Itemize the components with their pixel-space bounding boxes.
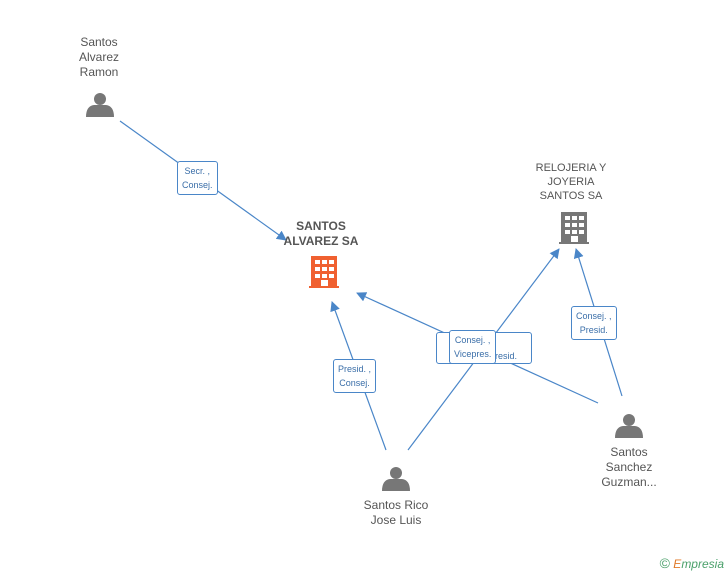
company-label-main[interactable]: SANTOS ALVAREZ SA [283, 219, 359, 248]
person-icon[interactable] [382, 467, 410, 491]
person-label-rico[interactable]: Santos Rico Jose Luis [363, 498, 429, 527]
company-label-relojeria[interactable]: RELOJERIA Y JOYERIA SANTOS SA [535, 162, 607, 202]
person-icon[interactable] [615, 414, 643, 438]
person-icon[interactable] [86, 93, 114, 117]
building-icon[interactable] [559, 212, 589, 244]
edge-label-secr-consej[interactable]: Secr. , Consej. [177, 161, 218, 195]
edge-label-consej-vicepres[interactable]: Consej. , Vicepres. [449, 330, 497, 364]
building-icon[interactable] [309, 256, 339, 288]
edge-label-consej-presid[interactable]: Consej. , Presid. [571, 306, 617, 340]
brand-name: Empresia [673, 557, 724, 571]
edge-label-presid-consej[interactable]: Presid. , Consej. [333, 359, 377, 393]
person-label-p1[interactable]: Santos Alvarez Ramon [78, 35, 119, 79]
brand-logo[interactable]: © Empresia [660, 555, 724, 571]
copyright-icon: © [659, 555, 670, 571]
person-label-sanchez[interactable]: Santos Sanchez Guzman... [601, 445, 657, 489]
